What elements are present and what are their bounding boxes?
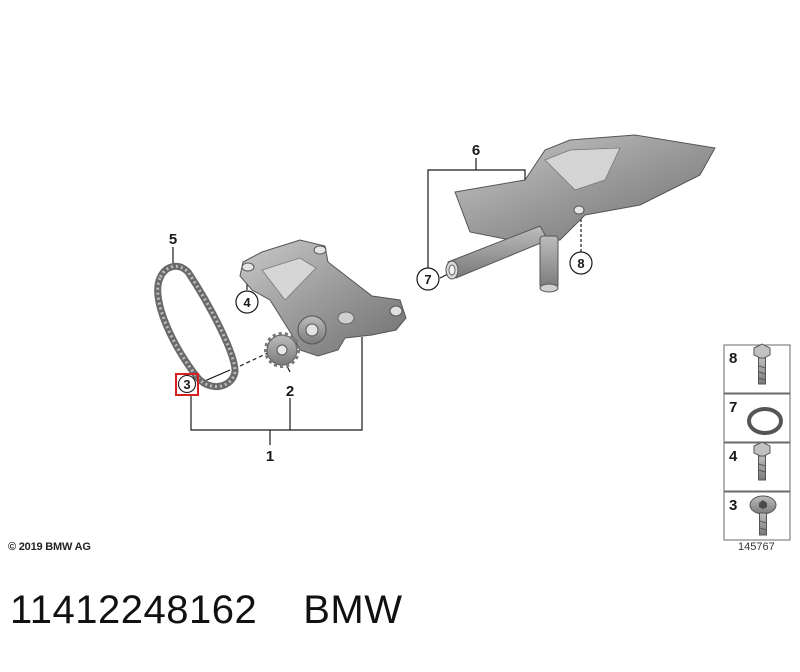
svg-text:6: 6 bbox=[472, 142, 480, 159]
callout-4[interactable]: 4 bbox=[235, 290, 259, 314]
image-number: 145767 bbox=[738, 541, 775, 553]
bolt-icon bbox=[753, 343, 771, 385]
svg-text:3: 3 bbox=[183, 377, 190, 392]
oil-baffle-pipe bbox=[445, 134, 716, 293]
svg-text:2: 2 bbox=[286, 383, 294, 400]
svg-text:8: 8 bbox=[577, 256, 584, 271]
svg-text:7: 7 bbox=[424, 272, 431, 287]
bolt-icon bbox=[753, 441, 771, 481]
svg-text:4: 4 bbox=[243, 295, 251, 310]
timing-chain bbox=[154, 262, 239, 390]
legend-number-8: 8 bbox=[729, 350, 737, 367]
legend-number-4: 4 bbox=[729, 448, 738, 465]
callout-2[interactable]: 2 bbox=[286, 383, 294, 400]
callout-7[interactable]: 7 bbox=[416, 267, 440, 291]
callout-3[interactable]: 3 bbox=[175, 373, 199, 396]
torx-screw-icon bbox=[749, 495, 777, 536]
legend-number-3: 3 bbox=[729, 497, 737, 514]
legend-item-3[interactable] bbox=[723, 491, 791, 541]
part-number-line: 11412248162 BMW bbox=[10, 588, 403, 633]
brand-name: BMW bbox=[303, 588, 403, 632]
callout-6[interactable]: 6 bbox=[472, 142, 480, 159]
svg-text:1: 1 bbox=[266, 448, 274, 465]
callout-1[interactable]: 1 bbox=[266, 448, 274, 465]
o-ring-icon bbox=[747, 407, 783, 435]
part-number: 11412248162 bbox=[10, 588, 258, 632]
legend-number-7: 7 bbox=[729, 399, 737, 416]
callout-5[interactable]: 5 bbox=[169, 231, 177, 248]
svg-text:5: 5 bbox=[169, 231, 177, 248]
callout-8[interactable]: 8 bbox=[569, 251, 593, 275]
parts-diagram: 5 4 3 2 1 6 7 8 8 7 4 3 bbox=[154, 134, 791, 541]
oil-pump-housing bbox=[239, 239, 407, 357]
sprocket bbox=[264, 332, 300, 368]
copyright-notice: © 2019 BMW AG bbox=[8, 541, 91, 553]
